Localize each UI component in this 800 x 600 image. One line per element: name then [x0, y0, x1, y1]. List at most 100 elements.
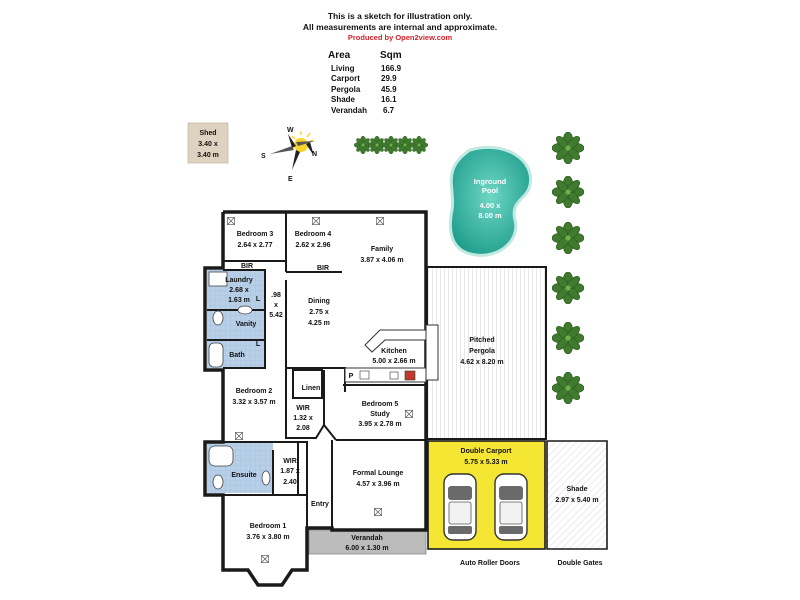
study-label: Study	[370, 411, 390, 418]
linen-l2-label: L	[256, 341, 261, 348]
wir2-dim-1: 1.87 x	[280, 468, 300, 475]
ensuite-label: Ensuite	[231, 472, 256, 479]
ensuite-bath-icon	[208, 445, 234, 467]
bedroom4-dim: 2.62 x 2.96	[295, 242, 330, 249]
shade: Shade 2.97 x 5.40 m	[546, 440, 608, 550]
laundry-dim-2: 1.63 m	[228, 297, 250, 304]
wir2-label: WIR	[283, 458, 297, 465]
hall-dim-1: .98	[271, 292, 281, 299]
bedroom3-label: Bedroom 3	[237, 231, 274, 238]
producer-credit: Produced by Open2view.com	[347, 33, 453, 42]
lounge-label: Formal Lounge	[353, 470, 404, 477]
bedroom2-label: Bedroom 2	[236, 388, 273, 395]
double-gates-label: Double Gates	[557, 560, 602, 567]
pool-dim-2: 8.00 m	[478, 211, 502, 220]
area-header: Area	[328, 50, 351, 61]
compass-e: E	[288, 176, 293, 183]
wir1-dim-1: 1.32 x	[293, 415, 313, 422]
pergola-dim: 4.62 x 8.20 m	[460, 359, 503, 366]
shade-label: Shade	[566, 486, 587, 493]
area-row-carport: Carport	[331, 74, 360, 83]
bedroom1-label: Bedroom 1	[250, 523, 287, 530]
pergola: Pitched Pergola 4.62 x 8.20 m	[426, 266, 547, 440]
sqm-header: Sqm	[380, 50, 402, 61]
pantry-label: P	[349, 373, 354, 380]
area-value-carport: 29.9	[381, 74, 397, 83]
hall-dim-3: 5.42	[269, 312, 283, 319]
linen-l1-label: L	[256, 296, 261, 303]
stove-icon	[404, 370, 416, 381]
lounge-dim: 4.57 x 3.96 m	[356, 481, 399, 488]
laundry-dim-1: 2.68 x	[229, 287, 249, 294]
toilet-icon-1	[212, 310, 224, 326]
shed-label: Shed	[199, 130, 216, 137]
dining-dim-2: 4.25 m	[308, 320, 330, 327]
laundry-label: Laundry	[225, 277, 253, 284]
pool-label-2: Pool	[482, 186, 498, 195]
disclaimer-line-2: All measurements are internal and approx…	[302, 22, 498, 32]
bedroom4-label: Bedroom 4	[295, 231, 332, 238]
linen-label: Linen	[302, 385, 321, 392]
bath-label: Bath	[229, 352, 245, 359]
family-dim: 3.87 x 4.06 m	[360, 257, 403, 264]
area-row-pergola: Pergola	[331, 85, 361, 94]
vanity-label: Vanity	[236, 321, 257, 328]
dining-label: Dining	[308, 298, 330, 305]
area-row-shade: Shade	[331, 95, 356, 104]
entry-label: Entry	[311, 501, 329, 508]
verandah-label: Verandah	[351, 535, 383, 542]
area-value-living: 166.9	[381, 64, 402, 73]
sink-icon	[359, 370, 370, 380]
car-icon-left	[443, 473, 477, 541]
kitchen-dim: 5.00 x 2.66 m	[372, 358, 415, 365]
compass-w: W	[287, 127, 294, 134]
verandah-dim: 6.00 x 1.30 m	[345, 545, 388, 552]
double-carport: Double Carport 5.75 x 5.33 m	[427, 440, 546, 550]
toilet-icon-2	[212, 474, 224, 490]
pergola-label-2: Pergola	[469, 348, 495, 355]
disclaimer-line-1: This is a sketch for illustration only.	[327, 11, 473, 21]
pergola-label-1: Pitched	[469, 337, 494, 344]
kitchen-label: Kitchen	[381, 348, 407, 355]
laundry-tub-icon	[208, 271, 228, 287]
bedroom2-dim: 3.32 x 3.57 m	[232, 399, 275, 406]
area-value-verandah: 6.7	[383, 106, 395, 115]
compass-icon: W N S E	[261, 127, 317, 183]
carport-dim: 5.75 x 5.33 m	[464, 459, 507, 466]
area-row-living: Living	[331, 64, 355, 73]
kitchen-bench	[344, 324, 439, 383]
wir1-dim-2: 2.08	[296, 425, 310, 432]
pool-dim-1: 4.00 x	[480, 201, 502, 210]
dining-dim-1: 2.75 x	[309, 309, 329, 316]
area-value-pergola: 45.9	[381, 85, 397, 94]
ensuite-basin-icon	[261, 470, 271, 486]
family-label: Family	[371, 246, 393, 253]
shed-dim-1: 3.40 x	[198, 141, 218, 148]
carport-label: Double Carport	[461, 448, 513, 455]
bedroom1-dim: 3.76 x 3.80 m	[246, 534, 289, 541]
area-value-shade: 16.1	[381, 95, 397, 104]
compass-n: N	[312, 151, 317, 158]
hall-dim-2: x	[274, 302, 278, 309]
fixtures	[208, 271, 271, 490]
compass-s: S	[261, 153, 266, 160]
wir2-dim-2: 2.40	[283, 479, 297, 486]
shed-dim-2: 3.40 m	[197, 152, 219, 159]
area-row-verandah: Verandah	[331, 106, 368, 115]
shed: Shed 3.40 x 3.40 m	[187, 122, 229, 164]
roller-doors-label: Auto Roller Doors	[460, 560, 520, 567]
verandah: Verandah 6.00 x 1.30 m	[308, 529, 427, 555]
pool-label-1: Inground	[474, 177, 507, 186]
bir2-label: BIR	[317, 265, 329, 272]
vanity-basin-icon	[237, 305, 253, 315]
wir1-label: WIR	[296, 405, 310, 412]
bedroom5-dim: 3.95 x 2.78 m	[358, 421, 401, 428]
shade-dim: 2.97 x 5.40 m	[555, 497, 598, 504]
bir1-label: BIR	[241, 263, 253, 270]
pool: Inground Pool 4.00 x 8.00 m	[448, 145, 532, 257]
car-icon-right	[494, 473, 528, 541]
bath-icon	[208, 342, 224, 368]
bedroom5-label: Bedroom 5	[362, 401, 399, 408]
bedroom3-dim: 2.64 x 2.77	[237, 242, 272, 249]
